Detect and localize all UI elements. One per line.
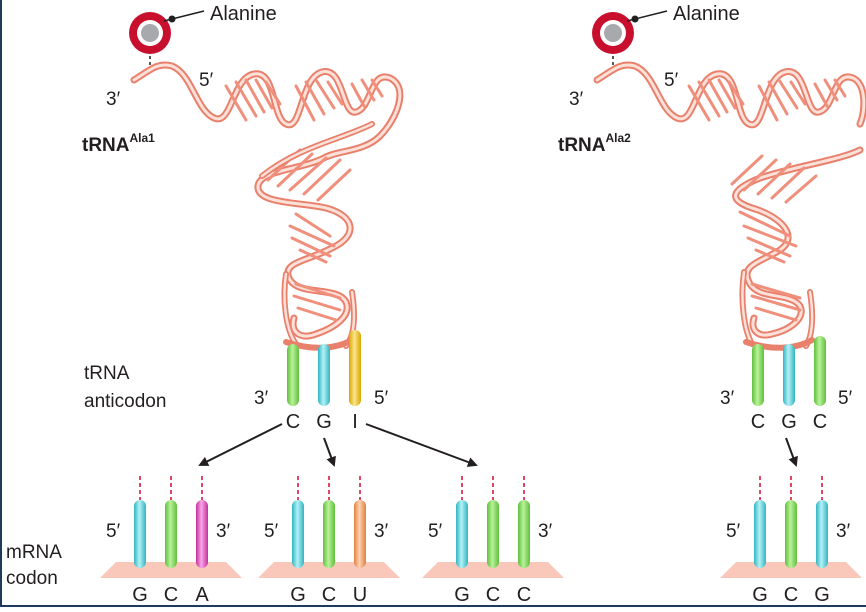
anticodon-3prime-label: 3′ <box>254 388 269 409</box>
codon-letter: C <box>517 584 531 606</box>
codon-5prime-label: 5′ <box>106 521 121 542</box>
anticodon-3prime-label: 3′ <box>720 388 735 409</box>
codon-base-c <box>165 500 177 568</box>
codon-base-u <box>354 500 366 568</box>
anticodon-base-c <box>287 344 299 406</box>
trna-3prime-label: 3′ <box>106 89 121 110</box>
anticodon-letter: C <box>813 411 827 433</box>
codon-5prime-label: 5′ <box>264 521 279 542</box>
bottom-border <box>0 605 866 607</box>
codon-base-g <box>456 500 468 568</box>
amino-acid-label: Alanine <box>210 3 277 25</box>
anticodon-letter: C <box>751 411 765 433</box>
anticodon-letter: I <box>352 411 358 433</box>
codon-base-g <box>754 500 766 568</box>
codon-letter: A <box>195 584 209 606</box>
alanine-icon <box>592 10 668 70</box>
codon-letter: C <box>164 584 178 606</box>
codon-letter: G <box>454 584 470 606</box>
trna-ala2: Alanine 3′ 5′ tRNAAla2 3′ 5′ C G C <box>558 3 866 467</box>
codon-base-c <box>487 500 499 568</box>
trna-name-label: tRNAAla2 <box>558 131 631 156</box>
trna-name-label: tRNAAla1 <box>82 131 155 156</box>
codon-3prime-label: 3′ <box>374 521 389 542</box>
anticodon-5prime-label: 5′ <box>838 388 853 409</box>
mrna-label-line2: codon <box>6 568 58 589</box>
pairing-arrow <box>365 423 478 467</box>
codon-letter: C <box>486 584 500 606</box>
codon-3prime-label: 3′ <box>538 521 553 542</box>
anticodon-base-c <box>814 336 826 406</box>
codon-base-c <box>785 500 797 568</box>
trna-ala1: Alanine 3′ 5′ tRNAAla1 tRNA an <box>82 3 478 467</box>
codon-letter: C <box>784 584 798 606</box>
trna-ribbon <box>130 61 404 351</box>
codon-base-c <box>518 500 530 568</box>
trna-5prime-label: 5′ <box>199 70 214 91</box>
codon-platform <box>100 562 242 578</box>
anticodon-5prime-label: 5′ <box>374 388 389 409</box>
codon-5prime-label: 5′ <box>428 521 443 542</box>
anticodon-base-c <box>752 344 764 406</box>
trna-ribbon <box>593 61 866 351</box>
anticodon-letter: G <box>316 411 332 433</box>
anticodon-label-line1: tRNA <box>84 363 130 384</box>
alanine-icon <box>129 10 205 70</box>
codon-base-g <box>816 500 828 568</box>
pairing-arrow <box>785 437 798 467</box>
codon-base-c <box>323 500 335 568</box>
pairing-arrow <box>323 437 336 467</box>
codon-platform <box>422 562 564 578</box>
anticodon-base-g <box>783 344 795 406</box>
codon-base-g <box>292 500 304 568</box>
mrna-label-line1: mRNA <box>6 542 62 563</box>
codon-base-g <box>134 500 146 568</box>
codon-platform <box>258 562 400 578</box>
codon-letter: U <box>353 584 367 606</box>
codon-letter: G <box>752 584 768 606</box>
anticodon-label-line2: anticodon <box>84 391 166 412</box>
trna-3prime-label: 3′ <box>569 89 584 110</box>
anticodon-base-i <box>349 330 361 406</box>
codon-letter: G <box>132 584 148 606</box>
codon-3prime-label: 3′ <box>836 521 851 542</box>
trna-5prime-label: 5′ <box>664 70 679 91</box>
left-border <box>0 0 2 607</box>
codon-letter: C <box>322 584 336 606</box>
anticodon-letter: C <box>286 411 300 433</box>
codon-letter: G <box>290 584 306 606</box>
codon-letter: G <box>814 584 830 606</box>
codon-base-a <box>196 500 208 568</box>
anticodon-base-g <box>318 344 330 406</box>
pairing-arrow <box>198 423 283 466</box>
anticodon-letter: G <box>781 411 797 433</box>
codon-3prime-label: 3′ <box>216 521 231 542</box>
codon-5prime-label: 5′ <box>726 521 741 542</box>
amino-acid-label: Alanine <box>673 3 740 25</box>
codon-platform <box>720 562 862 578</box>
